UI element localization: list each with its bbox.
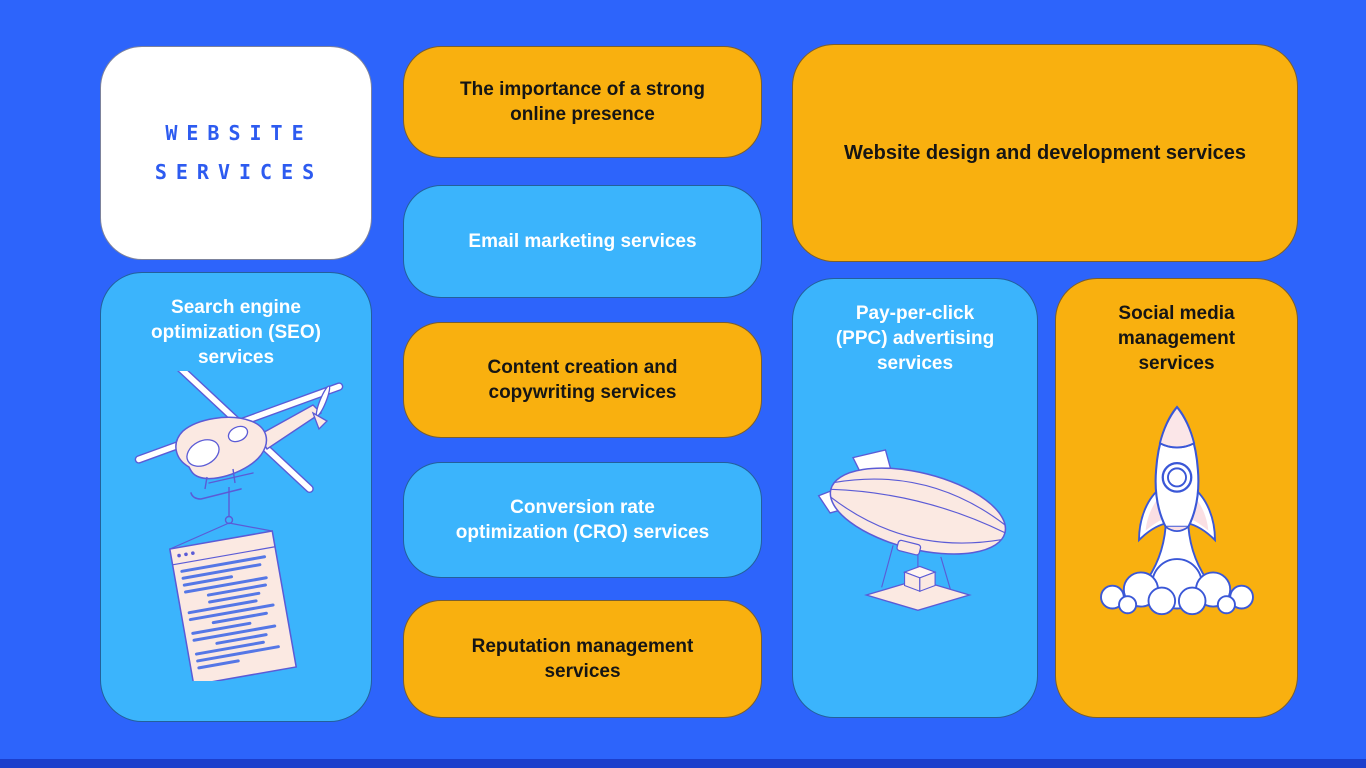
webpage-icon [168, 530, 298, 681]
label-line: Reputation management [471, 635, 694, 657]
reputation-management-card: Reputation management services [403, 600, 762, 718]
zeppelin-icon [817, 449, 1007, 612]
label-line: services [544, 661, 621, 682]
online-presence-card: The importance of a strong online presen… [403, 46, 762, 158]
helicopter-icon [134, 371, 344, 681]
cro-card: Conversion rate optimization (CRO) servi… [403, 462, 762, 578]
email-marketing-card: Email marketing services [403, 185, 762, 298]
web-design-card: Website design and development services [792, 44, 1298, 262]
label-line: online presence [510, 104, 655, 125]
label-line: services [1138, 353, 1215, 375]
label-line: services [876, 353, 954, 375]
email-marketing-label: Email marketing services [468, 229, 696, 254]
label-line: (PPC) advertising [835, 328, 995, 350]
label-line: Search engine [171, 297, 301, 318]
seo-services-card: Search engine optimization (SEO) service… [100, 272, 372, 722]
title-line: WEBSITE [165, 121, 313, 145]
label-line: management [1117, 328, 1236, 350]
online-presence-label: The importance of a strong online presen… [460, 77, 705, 127]
label-line: Email marketing services [468, 230, 697, 252]
cro-label: Conversion rate optimization (CRO) servi… [456, 495, 709, 545]
website-services-title-card: WEBSITE SERVICES [100, 46, 372, 260]
label-line: Pay-per-click [855, 303, 975, 324]
label-line: Social media [1118, 303, 1235, 324]
ppc-advertising-label: Pay-per-click (PPC) advertising services [836, 301, 994, 376]
bottom-edge-bar [0, 759, 1366, 768]
page-title: WEBSITE SERVICES [149, 114, 323, 192]
social-media-card: Social media management services [1055, 278, 1298, 718]
content-creation-label: Content creation and copywriting service… [487, 355, 677, 405]
label-line: Conversion rate [510, 496, 655, 518]
web-design-label: Website design and development services [844, 140, 1246, 166]
social-media-label: Social media management services [1118, 301, 1235, 376]
ppc-advertising-card: Pay-per-click (PPC) advertising services [792, 278, 1038, 718]
title-line: SERVICES [154, 160, 324, 184]
rocket-icon [1100, 405, 1254, 616]
label-line: optimization (CRO) services [455, 522, 710, 543]
reputation-management-label: Reputation management services [472, 634, 694, 684]
label-line: Website design and development services [844, 141, 1246, 164]
label-line: copywriting services [488, 382, 677, 403]
label-line: services [197, 347, 275, 369]
label-line: Content creation and [487, 356, 678, 378]
content-creation-card: Content creation and copywriting service… [403, 322, 762, 438]
label-line: The importance of a strong [460, 78, 705, 100]
label-line: optimization (SEO) [151, 322, 321, 344]
seo-services-label: Search engine optimization (SEO) service… [151, 295, 321, 370]
